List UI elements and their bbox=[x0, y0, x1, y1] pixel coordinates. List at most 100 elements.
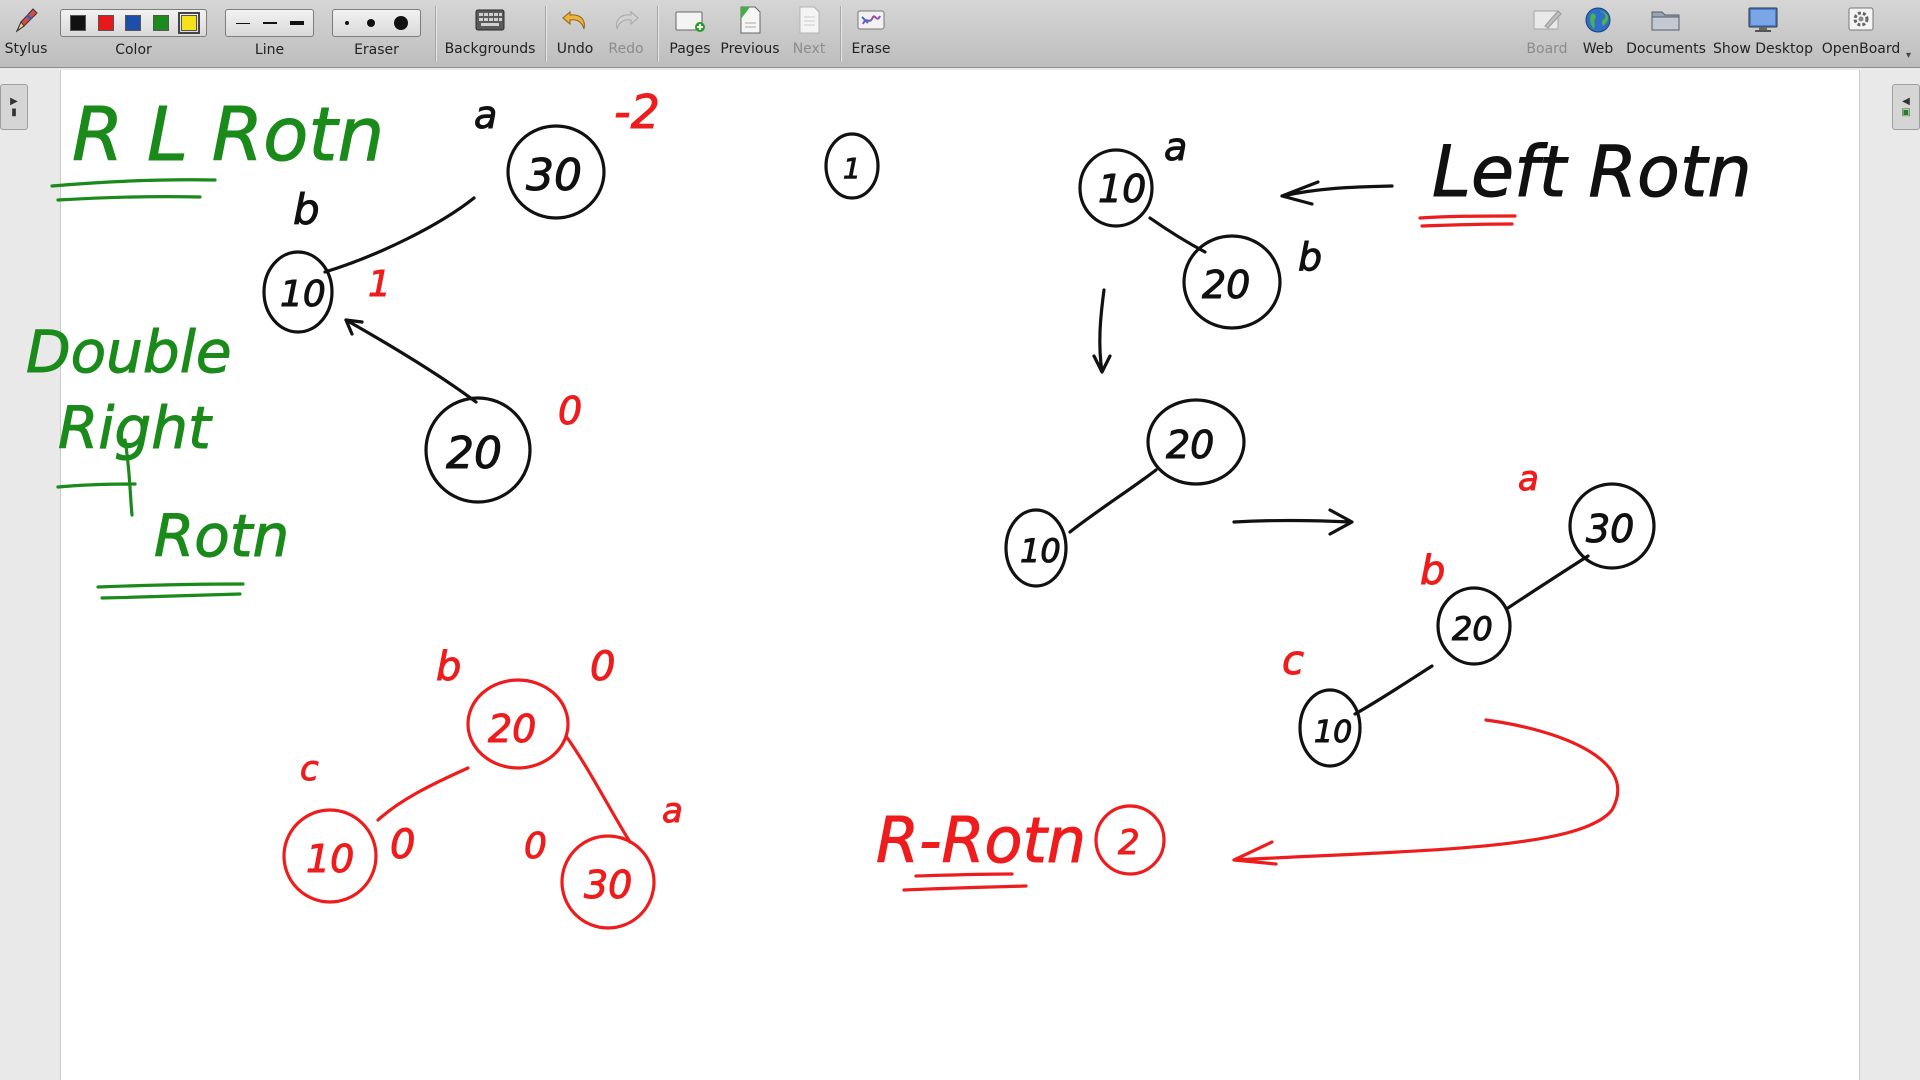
expand-right-icon: ▶ bbox=[10, 96, 18, 107]
step-1-circle bbox=[824, 132, 880, 200]
library-icon: ▣ bbox=[1901, 107, 1911, 118]
board-pen-icon bbox=[1531, 0, 1563, 40]
lr-label-a: a bbox=[1164, 125, 1187, 169]
expand-left-icon: ◀ bbox=[1902, 96, 1910, 107]
final-bf-left: 0 bbox=[390, 822, 415, 868]
monitor-icon bbox=[1746, 0, 1780, 40]
undo-arrow-icon bbox=[560, 0, 590, 40]
eraser-size-picker bbox=[332, 9, 421, 37]
final-edge-20-30 bbox=[564, 734, 632, 844]
openboard-label: OpenBoard bbox=[1821, 41, 1901, 57]
left-rotation-label: Left Rotn bbox=[1432, 131, 1752, 213]
node-30-circle bbox=[506, 124, 606, 220]
documents-label: Documents bbox=[1626, 41, 1706, 57]
chain-edge-30-20 bbox=[1506, 554, 1590, 610]
previous-page-icon bbox=[736, 0, 764, 40]
board-button[interactable]: Board bbox=[1522, 0, 1572, 68]
chain-node-30-value: 30 bbox=[1586, 507, 1634, 551]
backgrounds-label: Backgrounds bbox=[444, 41, 536, 57]
eraser-label: Eraser bbox=[354, 42, 399, 58]
heading-rl-underline bbox=[50, 178, 217, 202]
erase-button[interactable]: Erase bbox=[848, 0, 894, 68]
next-button[interactable]: Next bbox=[786, 0, 832, 68]
balance-factor-root: -2 bbox=[614, 85, 660, 139]
next-page-icon bbox=[795, 0, 823, 40]
lr-label-b: b bbox=[1298, 235, 1322, 279]
stylus-label: Stylus bbox=[4, 41, 48, 57]
page-thumbnail-icon: ▮ bbox=[11, 107, 17, 118]
toolbar-separator bbox=[435, 6, 436, 62]
openboard-button[interactable]: OpenBoard bbox=[1818, 0, 1904, 68]
color-swatch[interactable] bbox=[153, 15, 170, 31]
final-node-10-circle bbox=[282, 808, 378, 904]
eraser-medium-option[interactable] bbox=[367, 19, 376, 27]
node-10-value: 10 bbox=[280, 274, 326, 315]
color-swatch[interactable] bbox=[97, 15, 114, 31]
web-button[interactable]: Web bbox=[1576, 0, 1620, 68]
heading-rl-rotation: R L Rotn bbox=[72, 92, 384, 178]
final-node-30-circle bbox=[560, 834, 656, 930]
node-10-circle bbox=[262, 250, 334, 334]
line-thin-option[interactable] bbox=[235, 22, 250, 24]
step-2-label: 2 bbox=[1118, 823, 1140, 863]
color-swatch[interactable] bbox=[69, 15, 86, 31]
line-width-picker bbox=[225, 9, 314, 37]
final-node-20-circle bbox=[466, 678, 570, 770]
color-palette bbox=[60, 9, 207, 37]
mid-edge-20-10 bbox=[1068, 468, 1158, 534]
color-swatch[interactable] bbox=[125, 15, 142, 31]
stylus-icon bbox=[11, 0, 41, 40]
documents-button[interactable]: Documents bbox=[1624, 0, 1708, 68]
line-thick-option[interactable] bbox=[289, 21, 304, 25]
line-label: Line bbox=[254, 42, 285, 58]
next-label: Next bbox=[792, 41, 826, 57]
right-rotation-label: R-Rotn bbox=[876, 804, 1086, 877]
label-a: a bbox=[474, 93, 497, 137]
right-rotation-underline bbox=[902, 872, 1028, 892]
pages-button[interactable]: Pages bbox=[664, 0, 716, 68]
undo-button[interactable]: Undo bbox=[552, 0, 598, 68]
eraser-large-option[interactable] bbox=[393, 16, 408, 30]
add-page-icon bbox=[673, 0, 707, 40]
lr-edge-10-20 bbox=[1148, 216, 1207, 254]
mid-node-20-circle bbox=[1146, 398, 1246, 486]
chain-node-10-circle bbox=[1298, 688, 1362, 768]
undo-label: Undo bbox=[556, 41, 594, 57]
line-medium-option[interactable] bbox=[262, 22, 277, 24]
mid-node-10-circle bbox=[1004, 508, 1068, 588]
final-node-20-value: 20 bbox=[488, 707, 536, 751]
edge-arrowhead bbox=[344, 318, 364, 336]
node-30-value: 30 bbox=[526, 150, 582, 201]
left-rotation-underline bbox=[1418, 214, 1517, 228]
final-bf-root: 0 bbox=[590, 644, 615, 690]
heading-right-stroke bbox=[56, 438, 137, 517]
left-palette-toggle[interactable]: ▶ ▮ bbox=[0, 84, 28, 130]
final-label-b: b bbox=[436, 644, 461, 690]
previous-label: Previous bbox=[720, 41, 780, 57]
final-edge-20-10 bbox=[376, 766, 470, 822]
show-desktop-button[interactable]: Show Desktop bbox=[1712, 0, 1814, 68]
lr-node-10-circle bbox=[1078, 148, 1154, 228]
down-arrow bbox=[1092, 288, 1112, 374]
redo-label: Redo bbox=[608, 41, 644, 57]
color-swatch[interactable] bbox=[178, 12, 201, 34]
final-label-a: a bbox=[662, 791, 683, 831]
stylus-button[interactable]: Stylus bbox=[4, 0, 48, 68]
heading-rotation-underline bbox=[96, 582, 245, 600]
right-palette-toggle[interactable]: ◀ ▣ bbox=[1892, 84, 1920, 130]
chain-label-a: a bbox=[1518, 459, 1539, 499]
backgrounds-button[interactable]: Backgrounds bbox=[444, 0, 536, 68]
color-label: Color bbox=[115, 42, 152, 58]
globe-icon bbox=[1583, 0, 1613, 40]
chain-node-20-circle bbox=[1436, 586, 1512, 666]
chain-edge-20-10 bbox=[1353, 664, 1434, 716]
eraser-small-option[interactable] bbox=[345, 21, 350, 25]
right-arrow bbox=[1232, 508, 1354, 536]
openboard-menu-chevron-icon[interactable]: ▾ bbox=[1906, 50, 1912, 61]
chain-label-c: c bbox=[1282, 638, 1304, 684]
previous-button[interactable]: Previous bbox=[717, 0, 783, 68]
redo-button[interactable]: Redo bbox=[603, 0, 649, 68]
edge-30-10 bbox=[323, 196, 476, 274]
balance-factor-c: 0 bbox=[558, 389, 582, 433]
